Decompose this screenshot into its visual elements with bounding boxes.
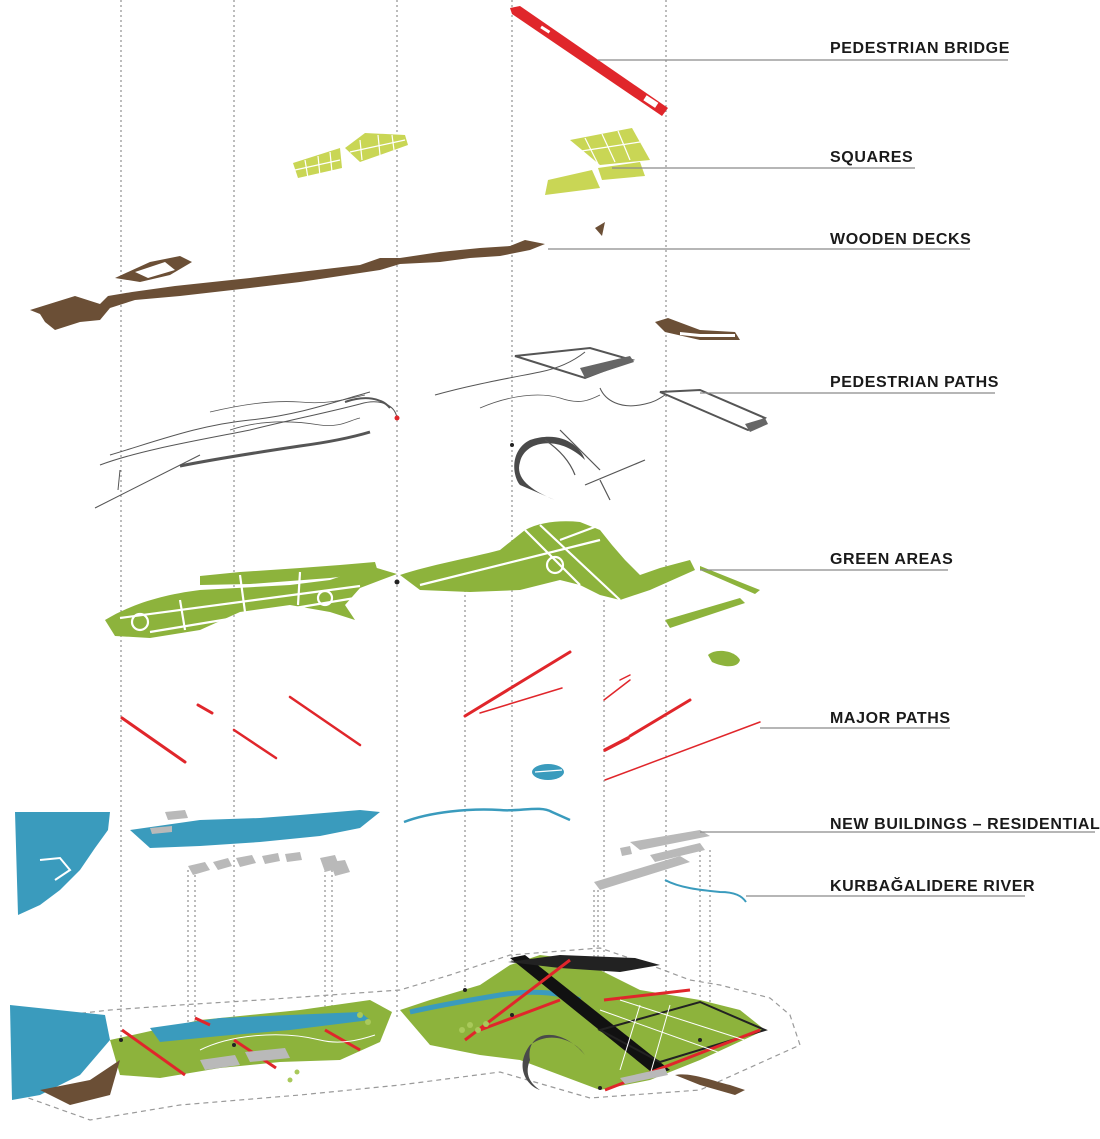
green-areas-layer [105,521,760,667]
vertical-guides [120,0,711,1085]
squares-layer [293,128,650,236]
pedestrian-paths-layer [94,346,768,509]
wooden-decks-layer [30,240,740,340]
river-layer [15,764,747,915]
new-buildings-layer [150,810,710,890]
label-major-paths: MAJOR PATHS [830,710,951,727]
base-composite-plan [10,947,801,1121]
label-kurbagalidere-river: KURBAĞALIDERE RIVER [830,878,1036,895]
label-new-buildings-residential: NEW BUILDINGS – RESIDENTIAL [830,816,1100,833]
label-squares: SQUARES [830,149,914,166]
label-leaders [548,59,1095,897]
label-green-areas: GREEN AREAS [830,551,954,568]
major-paths-layer [120,650,761,781]
pedestrian-bridge-layer [510,6,668,116]
label-pedestrian-paths: PEDESTRIAN PATHS [830,374,1000,391]
label-pedestrian-bridge: PEDESTRIAN BRIDGE [830,40,1010,57]
label-wooden-decks: WOODEN DECKS [830,231,972,248]
